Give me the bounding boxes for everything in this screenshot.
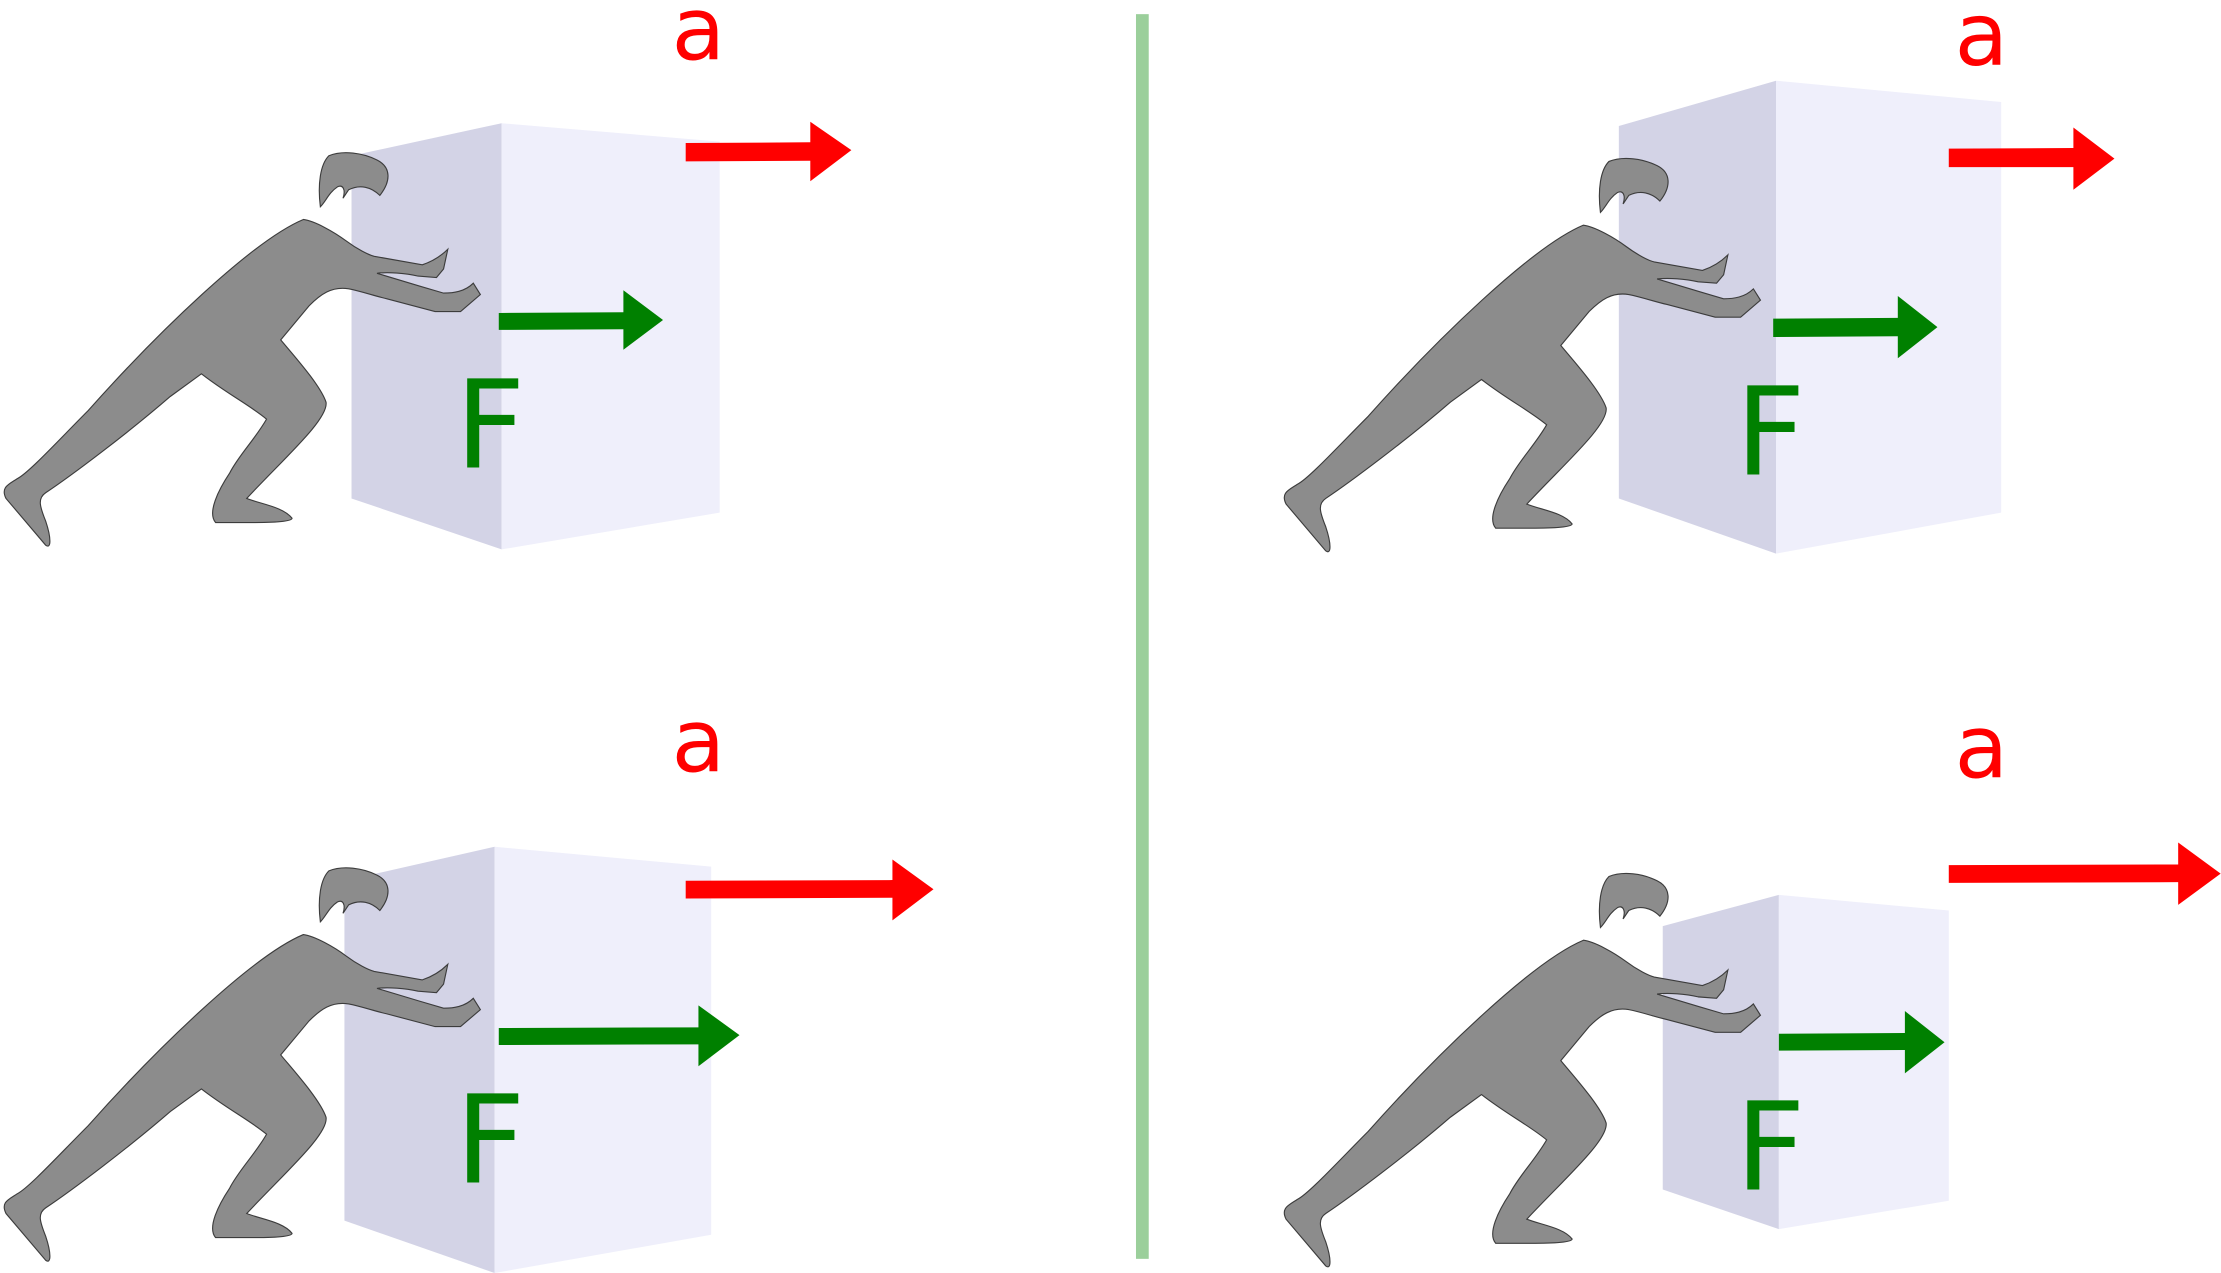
force-arrow [1773, 295, 1938, 359]
panel-divider [1135, 14, 1149, 1259]
acceleration-label: a [672, 691, 726, 793]
acceleration-arrow [1948, 127, 2115, 190]
box-side-face [351, 123, 502, 550]
box-front-face [494, 846, 712, 1273]
box-front-face [501, 123, 720, 550]
box-front-face [1778, 894, 1949, 1230]
force-arrow [498, 290, 664, 350]
panel-bottom-left: a F [4, 691, 934, 1273]
acceleration-label: a [672, 0, 726, 80]
box-side-face [1662, 894, 1779, 1230]
acceleration-label: a [1954, 0, 2008, 86]
acceleration-arrow [685, 859, 934, 921]
force-arrow [1778, 1011, 1945, 1074]
box-side-face [344, 846, 495, 1273]
acceleration-arrow [685, 121, 852, 182]
force-label: F [455, 1069, 525, 1211]
panel-top-left: a F [4, 0, 852, 550]
acceleration-arrow [1948, 842, 2221, 905]
force-label: F [1735, 1076, 1805, 1218]
force-arrow [498, 1005, 740, 1067]
panel-bottom-right: a F [1284, 696, 2221, 1266]
force-label: F [455, 354, 525, 496]
box-front-face [1776, 80, 2002, 554]
acceleration-label: a [1954, 696, 2008, 798]
force-label: F [1735, 361, 1805, 503]
panel-top-right: a F [1284, 0, 2115, 554]
